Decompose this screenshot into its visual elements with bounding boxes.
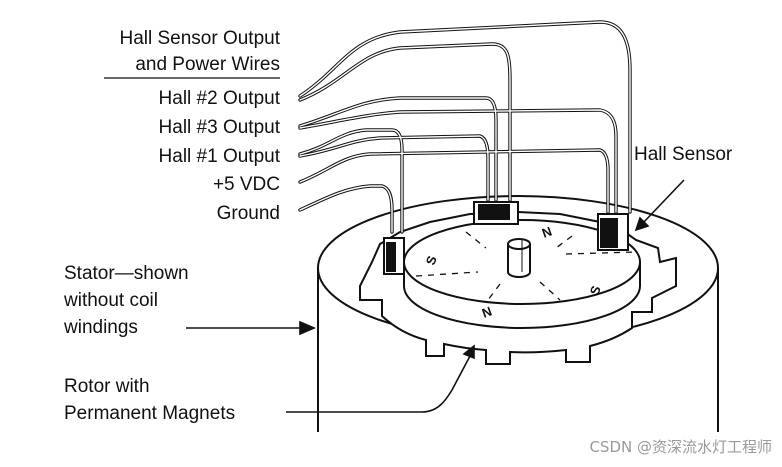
hall-sensor-left	[383, 237, 405, 275]
label-rotor-line1: Rotor with	[64, 376, 150, 397]
rotor-shaft	[507, 238, 531, 278]
rotor: N S S N	[403, 219, 641, 329]
label-hall2-output: Hall #2 Output	[159, 88, 281, 109]
heading-line2: and Power Wires	[135, 54, 280, 75]
callout-arrows	[186, 179, 685, 413]
callout-labels: Hall Sensor Output and Power Wires Hall …	[63, 28, 733, 424]
hall-sensor-right	[597, 213, 629, 251]
label-stator-line3: windings	[63, 317, 138, 338]
label-ground: Ground	[217, 203, 280, 224]
hall-sensor-wires	[298, 20, 632, 234]
heading-line1: Hall Sensor Output	[119, 28, 280, 49]
label-stator-line1: Stator—shown	[64, 263, 189, 284]
hall-sensor-top	[473, 201, 519, 225]
label-5vdc: +5 VDC	[213, 174, 280, 195]
label-hall3-output: Hall #3 Output	[159, 117, 281, 138]
label-rotor-line2: Permanent Magnets	[64, 403, 235, 424]
label-hall1-output: Hall #1 Output	[159, 146, 281, 167]
label-stator-line2: without coil	[63, 290, 158, 311]
label-hall-sensor: Hall Sensor	[634, 144, 733, 165]
watermark: CSDN @资深流水灯工程师	[589, 438, 772, 456]
